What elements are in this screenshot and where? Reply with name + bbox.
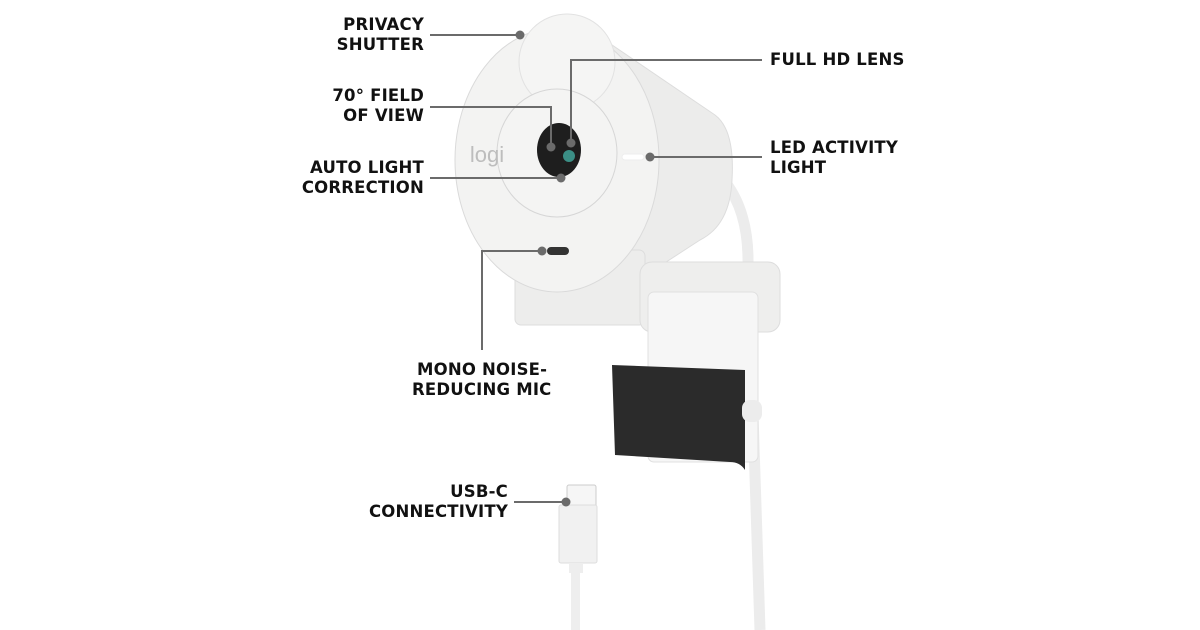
- lens: [537, 123, 581, 177]
- usb-c-connector: [558, 484, 598, 630]
- label-privacy-shutter: PRIVACY SHUTTER: [337, 15, 424, 55]
- callout-lines: [430, 34, 762, 503]
- label-full-hd-lens: FULL HD LENS: [770, 50, 905, 70]
- label-usb-c: USB-C CONNECTIVITY: [369, 482, 508, 522]
- label-led-activity-light: LED ACTIVITY LIGHT: [770, 138, 898, 178]
- label-field-of-view: 70° FIELD OF VIEW: [332, 86, 424, 126]
- label-line: LIGHT: [770, 158, 827, 177]
- led-light: [621, 153, 645, 161]
- mic-slot: [547, 247, 569, 255]
- label-line: OF VIEW: [343, 106, 424, 125]
- label-line: AUTO LIGHT: [310, 158, 424, 177]
- label-line: FULL HD LENS: [770, 50, 905, 69]
- label-line: CONNECTIVITY: [368, 502, 508, 521]
- monitor-mount: [514, 249, 781, 470]
- label-auto-light-correction: AUTO LIGHT CORRECTION: [302, 158, 424, 198]
- label-line: 70° FIELD: [332, 86, 424, 105]
- label-line: SHUTTER: [336, 35, 424, 54]
- label-line: MONO NOISE-: [417, 360, 548, 379]
- label-line: REDUCING MIC: [412, 380, 552, 399]
- label-mono-mic: MONO NOISE- REDUCING MIC: [412, 360, 551, 400]
- callout-dots: [515, 30, 655, 507]
- label-line: LED ACTIVITY: [770, 138, 899, 157]
- logi-logo: logi: [470, 142, 504, 167]
- mount-pad: [612, 365, 745, 470]
- label-line: CORRECTION: [301, 178, 424, 197]
- label-line: PRIVACY: [343, 15, 424, 34]
- label-line: USB-C: [450, 482, 508, 501]
